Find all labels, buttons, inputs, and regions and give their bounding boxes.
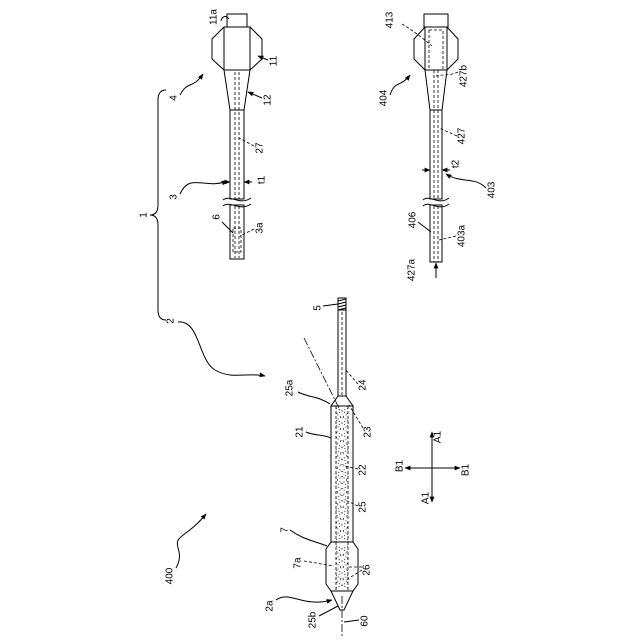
label-60: 60 xyxy=(360,615,371,627)
label-427b: 427b xyxy=(459,64,470,87)
leader-2a xyxy=(276,597,332,602)
label-12: 12 xyxy=(263,94,274,106)
label-413: 413 xyxy=(385,11,396,28)
hub-413 xyxy=(414,27,458,70)
label-7a: 7a xyxy=(293,557,304,569)
tube-403-upper xyxy=(430,110,442,199)
label-1: 1 xyxy=(139,212,150,218)
taper-12 xyxy=(224,70,250,110)
label-a1-top: A1 xyxy=(433,430,444,443)
label-24: 24 xyxy=(358,379,369,391)
label-427a: 427a xyxy=(407,258,418,281)
label-25b: 25b xyxy=(308,611,319,628)
label-25: 25 xyxy=(358,501,369,513)
leader-4 xyxy=(180,74,203,95)
label-26: 26 xyxy=(362,564,373,576)
cap-11a xyxy=(227,14,247,27)
leader-7 xyxy=(290,530,327,546)
leader-403 xyxy=(446,174,486,188)
label-25a: 25a xyxy=(285,379,296,396)
taper-23 xyxy=(331,396,353,406)
brace-1 xyxy=(150,90,166,320)
label-406: 406 xyxy=(408,211,419,228)
label-t2: t2 xyxy=(451,159,462,168)
label-3a: 3a xyxy=(255,222,266,234)
label-403a: 403a xyxy=(457,224,468,247)
second-sheath: 413 427b 404 427 t2 403 406 403a 427a xyxy=(379,11,498,281)
leader-25b xyxy=(319,606,338,616)
label-4: 4 xyxy=(169,95,180,101)
cap xyxy=(424,14,448,27)
leader-3 xyxy=(180,181,227,194)
label-22: 22 xyxy=(358,464,369,476)
label-b1-left: B1 xyxy=(395,459,406,472)
leader-60 xyxy=(344,620,359,622)
label-3: 3 xyxy=(169,194,180,200)
label-404: 404 xyxy=(379,89,390,106)
label-2a: 2a xyxy=(265,600,276,612)
label-400: 400 xyxy=(165,567,176,584)
label-t1: t1 xyxy=(257,175,268,184)
label-a1-bottom: A1 xyxy=(421,491,432,504)
body-21 xyxy=(331,406,353,542)
extension-line-25a xyxy=(304,338,340,410)
label-11a: 11a xyxy=(209,9,220,25)
dilator: 5 24 25a 23 21 22 25 7 7a 26 2a 25b 60 4… xyxy=(165,298,374,637)
leader-24 xyxy=(345,369,358,384)
leader-21 xyxy=(306,432,331,438)
sheath-assembly: 11a 11 12 4 27 3 t1 6 3a 1 2 xyxy=(139,9,280,376)
label-2: 2 xyxy=(166,318,177,324)
label-21: 21 xyxy=(295,426,306,438)
label-7: 7 xyxy=(280,527,291,533)
hub-11 xyxy=(212,27,262,70)
label-5: 5 xyxy=(313,305,324,311)
label-6: 6 xyxy=(212,214,223,220)
leader-12 xyxy=(248,92,262,98)
label-403: 403 xyxy=(487,181,498,198)
direction-indicator: A1 B1 B1 A1 xyxy=(395,430,472,504)
leader-400 xyxy=(176,514,206,568)
label-b1-right: B1 xyxy=(461,463,472,476)
tube-403-lower xyxy=(430,205,442,262)
label-27: 27 xyxy=(255,142,266,154)
leader-2 xyxy=(178,322,265,376)
leader-406 xyxy=(418,222,431,232)
leader-404 xyxy=(390,75,410,95)
leader-25a xyxy=(298,392,330,404)
label-23: 23 xyxy=(363,426,374,438)
label-11: 11 xyxy=(269,55,280,66)
label-427: 427 xyxy=(457,127,468,144)
tube-3-upper xyxy=(230,110,244,199)
leader-5 xyxy=(323,304,338,306)
